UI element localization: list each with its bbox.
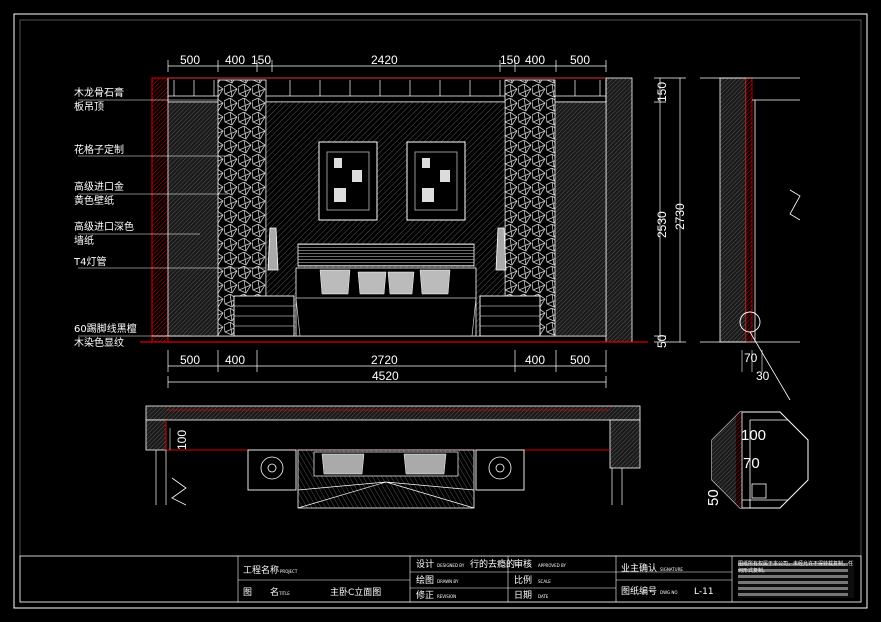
- tb-design-en: DESIGNED BY: [437, 563, 465, 568]
- dim-bottom-1: 500: [180, 353, 201, 367]
- dim-section-2: 30: [756, 369, 770, 383]
- tb-number-en: DWG NO: [660, 590, 678, 595]
- label-lattice: 花格子定制: [74, 145, 124, 156]
- dim-top-7: 500: [570, 53, 591, 67]
- dim-bottom-3: 2720: [371, 353, 398, 367]
- dim-bottom-2: 400: [225, 353, 246, 367]
- dim-bottom-5: 500: [570, 353, 591, 367]
- label-t4-lamp: T4灯管: [74, 257, 107, 268]
- tb-revise-en: REVISION: [437, 594, 457, 599]
- dim-right-4: 50: [655, 334, 669, 348]
- dim-top-1: 500: [180, 53, 201, 67]
- label-gold-wallpaper-line2: 黄色壁纸: [74, 196, 114, 207]
- dim-plan: 100: [175, 429, 189, 450]
- tb-number-label: 图纸编号: [621, 587, 658, 597]
- tb-drawing-name: 主卧C立面图: [330, 588, 382, 598]
- tb-number-value: L-11: [694, 587, 714, 597]
- tb-owner-label: 业主确认: [621, 564, 658, 574]
- tb-scale-en: SCALE: [538, 579, 551, 584]
- dim-right-1: 150: [655, 81, 669, 102]
- detail-dim-50: 50: [705, 489, 722, 506]
- tb-designer: 行的去瘾的: [470, 560, 516, 570]
- dim-total: 4520: [372, 369, 399, 383]
- detail-dim-100: 100: [741, 427, 767, 444]
- tb-project-en: PROJECT: [280, 569, 298, 574]
- dim-bottom-4: 400: [525, 353, 546, 367]
- tb-draw-label: 绘图: [416, 576, 435, 586]
- dim-top-3: 150: [251, 53, 272, 67]
- label-ceiling-line1: 木龙骨石膏: [74, 88, 124, 99]
- detail-dim-70: 70: [743, 455, 760, 472]
- tb-scale-label: 比例: [514, 576, 533, 586]
- tb-note-line2: 何形式复制。: [738, 568, 769, 574]
- tb-approve-en: APPROVED BY: [538, 563, 567, 568]
- label-ceiling-line2: 板吊顶: [74, 102, 104, 113]
- dim-right-2: 2530: [655, 211, 669, 238]
- label-dark-wallpaper-line1: 高级进口深色: [74, 222, 134, 233]
- dim-top-6: 400: [525, 53, 546, 67]
- dim-section-1: 70: [744, 351, 758, 365]
- label-gold-wallpaper-line1: 高级进口金: [74, 182, 124, 193]
- tb-revise-label: 修正: [416, 591, 435, 601]
- label-dark-wallpaper-line2: 墙纸: [74, 236, 94, 247]
- tb-date-label: 日期: [514, 591, 533, 601]
- dim-top-5: 150: [500, 53, 521, 67]
- tb-drawing-en: TITLE: [279, 591, 290, 596]
- label-baseboard-line1: 60踢脚线黑檀: [74, 324, 137, 335]
- dim-right-3: 2730: [673, 203, 687, 230]
- tb-design-label: 设计: [416, 560, 435, 570]
- tb-date-en: DATE: [538, 594, 549, 599]
- tb-project-label: 工程名称: [243, 566, 280, 576]
- dim-top-2: 400: [225, 53, 246, 67]
- tb-note-line1: 图纸所有权属于本公司，未经允许不得转载复制，任: [738, 561, 854, 567]
- dim-top-4: 2420: [371, 53, 398, 67]
- tb-owner-en: SIGNATURE: [660, 567, 683, 572]
- tb-draw-en: DRAWN BY: [437, 579, 459, 584]
- tb-drawing-label: 图 名: [243, 588, 280, 598]
- tb-approve-label: 审核: [514, 560, 533, 570]
- label-baseboard-line2: 木染色显纹: [74, 338, 124, 349]
